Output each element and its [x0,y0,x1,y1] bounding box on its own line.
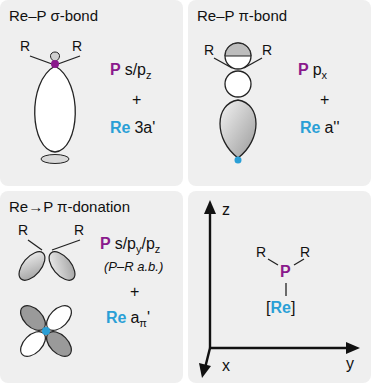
panel: Re→P π-donation [0,191,183,383]
orbital-label: R [262,42,272,58]
label-group: R [20,36,30,55]
orbital-label: s/p [115,235,136,252]
panel-title: Re–P σ-bond [0,0,98,24]
label-group: R [262,40,272,59]
panel: Re–P σ-bond [0,0,183,186]
orbital-label: a'' [324,119,339,136]
label-group: R [18,220,28,239]
panel: Re–P π-bond [188,0,371,186]
orbital-label: R [18,222,28,238]
label-group: Reaπ' [106,308,150,330]
orbital-label: R [72,38,82,54]
orbital-label: p [313,61,322,78]
orbital-label: π [139,317,147,329]
orbital-label: Re [106,309,126,326]
orbital-label: ' [147,309,150,326]
orbital-label: + [320,91,329,108]
panel [0,0,183,186]
label-group: Ps/py/pz [100,234,160,256]
orbital-label: Re [300,119,320,136]
orbital-label: R [256,244,266,260]
orbital-label: ] [291,299,295,316]
label-group: P [280,262,291,281]
orbital-label: 3a' [134,119,155,136]
orbital-label: [ [266,299,270,316]
label-group: Re3a' [110,118,155,137]
label-group: Ps/pz [110,60,152,82]
orbital-label: /p [142,235,155,252]
axis-label: z [222,201,230,218]
orbital-label: P [280,263,291,280]
orbital-label: + [132,91,141,108]
orbital-label: a [130,309,139,326]
label-group: y [346,354,354,373]
orbital-label: P [100,235,111,252]
orbital-label: P [298,61,309,78]
orbital-label: x [322,69,328,81]
label-group: (P–R a.b.) [104,256,163,275]
orbital-label: R [300,244,310,260]
label-group: + [320,90,329,109]
axis-label: x [222,357,230,374]
label-group: + [130,282,139,301]
label-group: R [74,220,84,239]
orbital-label: s/p [125,61,146,78]
label-group: R [300,242,310,261]
panel [188,0,371,186]
orbital-label: R [20,38,30,54]
label-group: Ppx [298,60,327,82]
orbital-label: + [130,283,139,300]
orbital-label: (P–R a.b.) [104,259,163,274]
label-group: Re a'' [300,118,339,137]
label-group: z [222,200,230,219]
axis-label: y [346,355,354,372]
orbital-label: R [74,222,84,238]
label-group: [Re] [266,298,295,317]
orbital-label: R [204,42,214,58]
orbital-label: z [146,69,152,81]
orbital-label: P [110,61,121,78]
label-group: R [204,40,214,59]
orbital-label: y [136,243,142,255]
panel [0,191,183,383]
panel [188,191,371,383]
orbital-label: Re [110,119,130,136]
panel-title: Re–P π-bond [188,0,287,24]
label-group: R [72,36,82,55]
panel-title: Re→P π-donation [0,191,130,215]
orbital-label: z [155,243,161,255]
label-group: x [222,356,230,375]
label-group: + [132,90,141,109]
orbital-label: Re [270,299,290,316]
label-group: R [256,242,266,261]
